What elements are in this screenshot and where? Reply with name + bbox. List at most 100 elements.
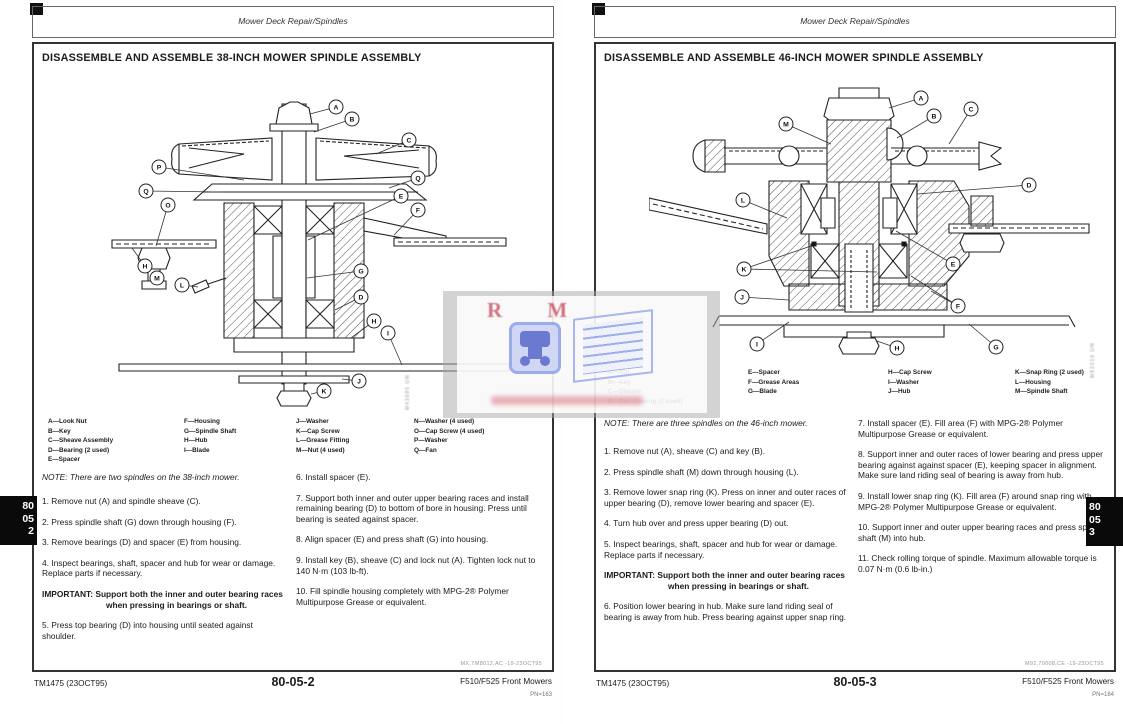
- important-text: Support both the inner and outer bearing…: [95, 588, 283, 610]
- parts-legend: A—Look Nut B—Key C—Sheave Assembly D—Bea…: [48, 417, 484, 465]
- margin-code: M92018 UN: [1090, 342, 1096, 378]
- tab-line: 3: [1089, 526, 1095, 538]
- legend-item: D—Bearing (2 used): [48, 446, 110, 454]
- legend-item: G—Blade: [748, 388, 777, 396]
- callout-letter: B: [932, 114, 937, 121]
- steps-column-1: 1. Remove nut (A), sheave (C) and key (B…: [604, 446, 852, 633]
- note-text: NOTE: There are two spindles on the 38-i…: [42, 472, 240, 482]
- watermark-pages-icon: [573, 309, 653, 383]
- page-footer: TM1475 (23OCT95) 80-05-2 F510/F525 Front…: [32, 675, 554, 715]
- callout-letter: K: [742, 267, 747, 274]
- thumb-tab-80-05-3: 80 05 3: [1086, 497, 1123, 546]
- important-label: IMPORTANT:: [42, 588, 94, 599]
- tab-line: 05: [1089, 513, 1101, 526]
- legend-item: P—Washer: [414, 437, 448, 445]
- footer-page-number: 80-05-3: [833, 675, 877, 689]
- callout-letter: D: [359, 295, 364, 302]
- callout-letter: K: [322, 389, 327, 396]
- thumb-tab-80-05-2: 80 05 2: [0, 496, 37, 545]
- legend-item: M—Nut (4 used): [296, 446, 345, 454]
- footer-product: F510/F525 Front Mowers: [460, 677, 552, 686]
- important-note: IMPORTANT: Support both the inner and ou…: [42, 589, 288, 610]
- callout-letter: Q: [143, 189, 148, 196]
- callout-letter: A: [919, 96, 924, 103]
- callout-letter: L: [741, 198, 745, 205]
- fine-print: MX,TM8012,AC -19-23OCT95: [460, 661, 542, 667]
- legend-item: A—Look Nut: [48, 418, 87, 425]
- callout-letters: A C B M D L K E J F I H G: [740, 96, 1031, 353]
- tab-line: 80: [1089, 501, 1101, 513]
- footer-product-block: F510/F525 Front Mowers PN=163: [460, 677, 552, 698]
- legend-item: J—Hub: [888, 388, 911, 396]
- legend-item: C—Sheave Assembly: [48, 437, 114, 445]
- page-content-box: DISASSEMBLE AND ASSEMBLE 46-INCH MOWER S…: [594, 42, 1116, 672]
- legend-item: Q—Fan: [414, 446, 437, 454]
- step-text: 10. Support inner and outer upper bearin…: [858, 522, 1105, 543]
- tab-line: 05: [22, 512, 34, 525]
- callout-letter: H: [895, 346, 900, 353]
- step-text: 3. Remove bearings (D) and spacer (E) fr…: [42, 537, 242, 548]
- page-title: DISASSEMBLE AND ASSEMBLE 46-INCH MOWER S…: [604, 52, 984, 64]
- tab-line: 80: [22, 500, 34, 512]
- step-text: 7. Support both inner and outer upper be…: [296, 492, 529, 524]
- running-header: Mower Deck Repair/Spindles: [32, 6, 554, 38]
- step-text: 9. Install lower snap ring (K). Fill are…: [858, 490, 1092, 512]
- footer-page-number: 80-05-2: [271, 675, 315, 689]
- watermark-letters: R M: [487, 298, 588, 322]
- callout-letter: F: [956, 304, 960, 311]
- callout-letter: J: [357, 379, 361, 386]
- callout-letter: P: [157, 165, 162, 172]
- spindle-diagram-38-inch: A B C P Q O Q E F H M L G D H I J K: [94, 88, 530, 418]
- fine-print: M92,70008,CE -19-23OCT95: [1024, 661, 1104, 667]
- callout-letter: C: [407, 138, 412, 145]
- step-text: 5. Inspect bearings, shaft, spacer and h…: [604, 538, 838, 560]
- legend-item: I—Blade: [184, 446, 210, 454]
- step-text: 9. Install key (B), sheave (C) and lock …: [296, 554, 536, 576]
- callout-letter: D: [1027, 183, 1032, 190]
- callout-letter: A: [334, 105, 339, 112]
- callout-letter: E: [951, 262, 956, 269]
- note-text: NOTE: There are three spindles on the 46…: [604, 418, 808, 428]
- legend-item: L—Housing: [1015, 378, 1051, 386]
- legend-item: K—Snap Ring (2 used): [1015, 369, 1084, 376]
- callout-letter: F: [416, 208, 420, 215]
- callout-letter: Q: [415, 176, 420, 183]
- legend-item: O—Cap Screw (4 used): [414, 427, 485, 435]
- watermark-caption-smudge: [491, 396, 643, 405]
- step-text: 5. Press top bearing (D) into housing un…: [42, 620, 253, 641]
- page-footer: TM1475 (23OCT95) 80-05-3 F510/F525 Front…: [594, 675, 1116, 715]
- page-title: DISASSEMBLE AND ASSEMBLE 38-INCH MOWER S…: [42, 52, 422, 64]
- callout-bubbles: [138, 100, 425, 398]
- step-text: 6. Install spacer (E).: [296, 472, 371, 482]
- legend-item: K—Cap Screw: [296, 427, 340, 435]
- step-text: 8. Align spacer (E) and press shaft (G) …: [296, 534, 489, 545]
- important-note: IMPORTANT: Support both the inner and ou…: [604, 570, 852, 591]
- steps-column-2: 7. Install spacer (E). Fill area (F) wit…: [858, 418, 1110, 585]
- legend-item: B—Key: [48, 427, 71, 435]
- callout-letter: E: [399, 194, 404, 201]
- running-header-text: Mower Deck Repair/Spindles: [800, 16, 910, 26]
- callout-letters: A B C P Q O Q E F H M L G D H I J K: [143, 105, 421, 396]
- spindle-diagram-46-inch: A C B M D L K E J F I H G: [649, 86, 1101, 366]
- footer-manual-number: TM1475 (23OCT95): [596, 679, 670, 688]
- legend-item: F—Housing: [184, 418, 220, 425]
- step-text: 8. Support inner and outer races of lowe…: [858, 449, 1103, 481]
- callout-letter: M: [154, 276, 160, 283]
- callout-letter: L: [180, 283, 184, 290]
- step-text: 11. Check rolling torque of spindle. Max…: [858, 553, 1097, 574]
- legend-item: G—Spindle Shaft: [184, 427, 237, 435]
- callout-letter: I: [387, 331, 389, 338]
- legend-item: J—Washer: [296, 418, 329, 425]
- running-header-text: Mower Deck Repair/Spindles: [238, 16, 348, 26]
- footer-part-number: PN=184: [1092, 692, 1114, 698]
- callout-bubbles: [735, 91, 1036, 355]
- steps-column-1: 1. Remove nut (A) and spindle sheave (C)…: [42, 496, 288, 651]
- step-text: 2. Press spindle shaft (M) down through …: [604, 466, 799, 477]
- legend-item: H—Hub: [184, 437, 208, 445]
- watermark-badge-icon: [509, 322, 561, 374]
- spindle-line-art: [649, 88, 1089, 354]
- callout-letter: G: [358, 269, 363, 276]
- step-text: 2. Press spindle shaft (G) down through …: [42, 516, 237, 527]
- legend-item: E—Spacer: [748, 369, 780, 376]
- tab-line: 2: [28, 525, 34, 537]
